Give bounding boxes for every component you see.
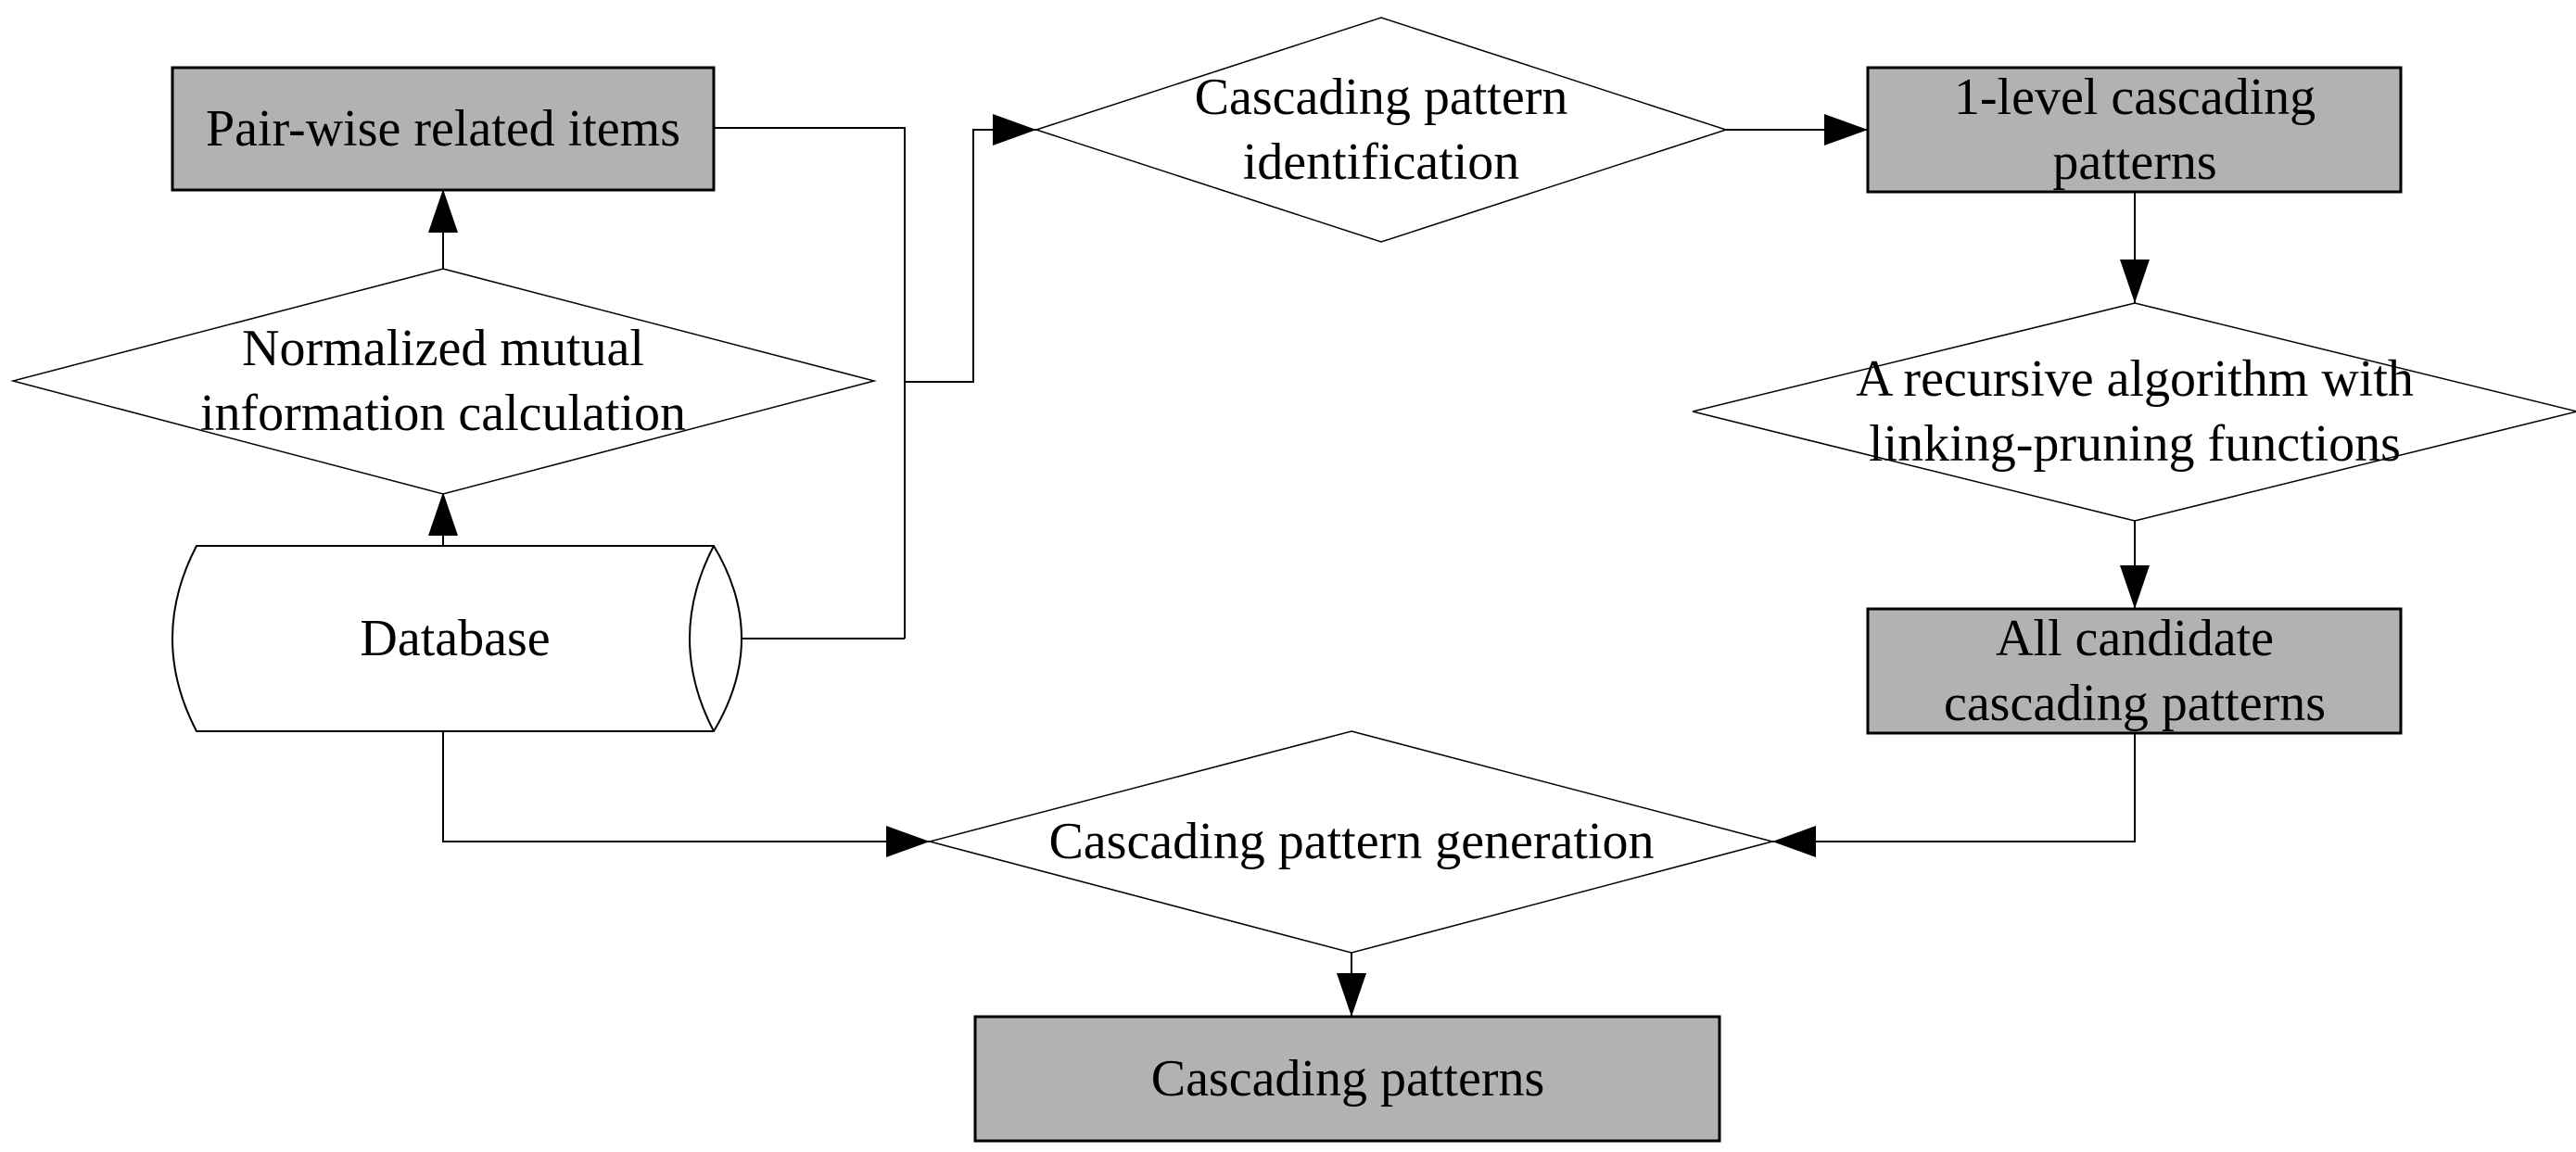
edge-junction-to-cpi <box>905 129 1036 383</box>
pairwise-related-items-box <box>171 66 716 192</box>
diamond-shapes <box>10 17 2576 954</box>
database-label: Database <box>360 610 551 667</box>
cascading-patterns-box <box>973 1015 1721 1143</box>
one-level-cascading-patterns-box <box>1866 66 2403 194</box>
normalized-mutual-information-label: Normalized mutual information calculatio… <box>199 320 687 442</box>
cascading-pattern-generation-diamond <box>927 730 1775 954</box>
arrow-down-into-recursive <box>2120 260 2150 303</box>
edge-pairwise-to-junction <box>714 127 906 639</box>
pairwise-related-items-label: Pair-wise related items <box>205 100 681 158</box>
all-candidate-cascading-patterns-label: All candidate cascading patterns <box>1943 610 2327 732</box>
arrow-down-into-candidates <box>2120 565 2150 609</box>
process-boxes <box>171 66 2403 1143</box>
arrow-up-into-pairwise <box>428 189 458 233</box>
cascading-pattern-generation-label: Cascading pattern generation <box>1048 813 1655 870</box>
arrow-up-into-nmi <box>428 492 458 536</box>
cascading-pattern-identification-diamond <box>1034 17 1729 243</box>
database-cylinder <box>171 545 742 732</box>
arrow-down-into-patterns <box>1337 973 1366 1017</box>
edge-database-to-cpg <box>442 731 930 842</box>
one-level-cascading-patterns-label: 1-level cascading patterns <box>1953 69 2316 191</box>
all-candidate-cascading-patterns-box <box>1866 607 2403 735</box>
arrow-right-into-cpi <box>993 114 1036 146</box>
cascading-patterns-label: Cascading patterns <box>1150 1050 1545 1108</box>
recursive-algorithm-diamond <box>1692 302 2576 522</box>
connector-lines <box>442 127 2136 1017</box>
cascading-pattern-identification-label: Cascading pattern identification <box>1194 69 1568 191</box>
arrow-right-into-cpg <box>886 826 930 857</box>
arrow-right-into-level1 <box>1824 114 1868 146</box>
arrow-left-into-cpg <box>1772 826 1816 857</box>
recursive-algorithm-label: A recursive algorithm with linking-pruni… <box>1856 350 2414 473</box>
database-cylinder-cap <box>689 545 715 732</box>
edge-candidates-to-cpg <box>1772 733 2136 842</box>
normalized-mutual-information-diamond <box>10 268 877 495</box>
arrowheads <box>428 114 2150 1017</box>
